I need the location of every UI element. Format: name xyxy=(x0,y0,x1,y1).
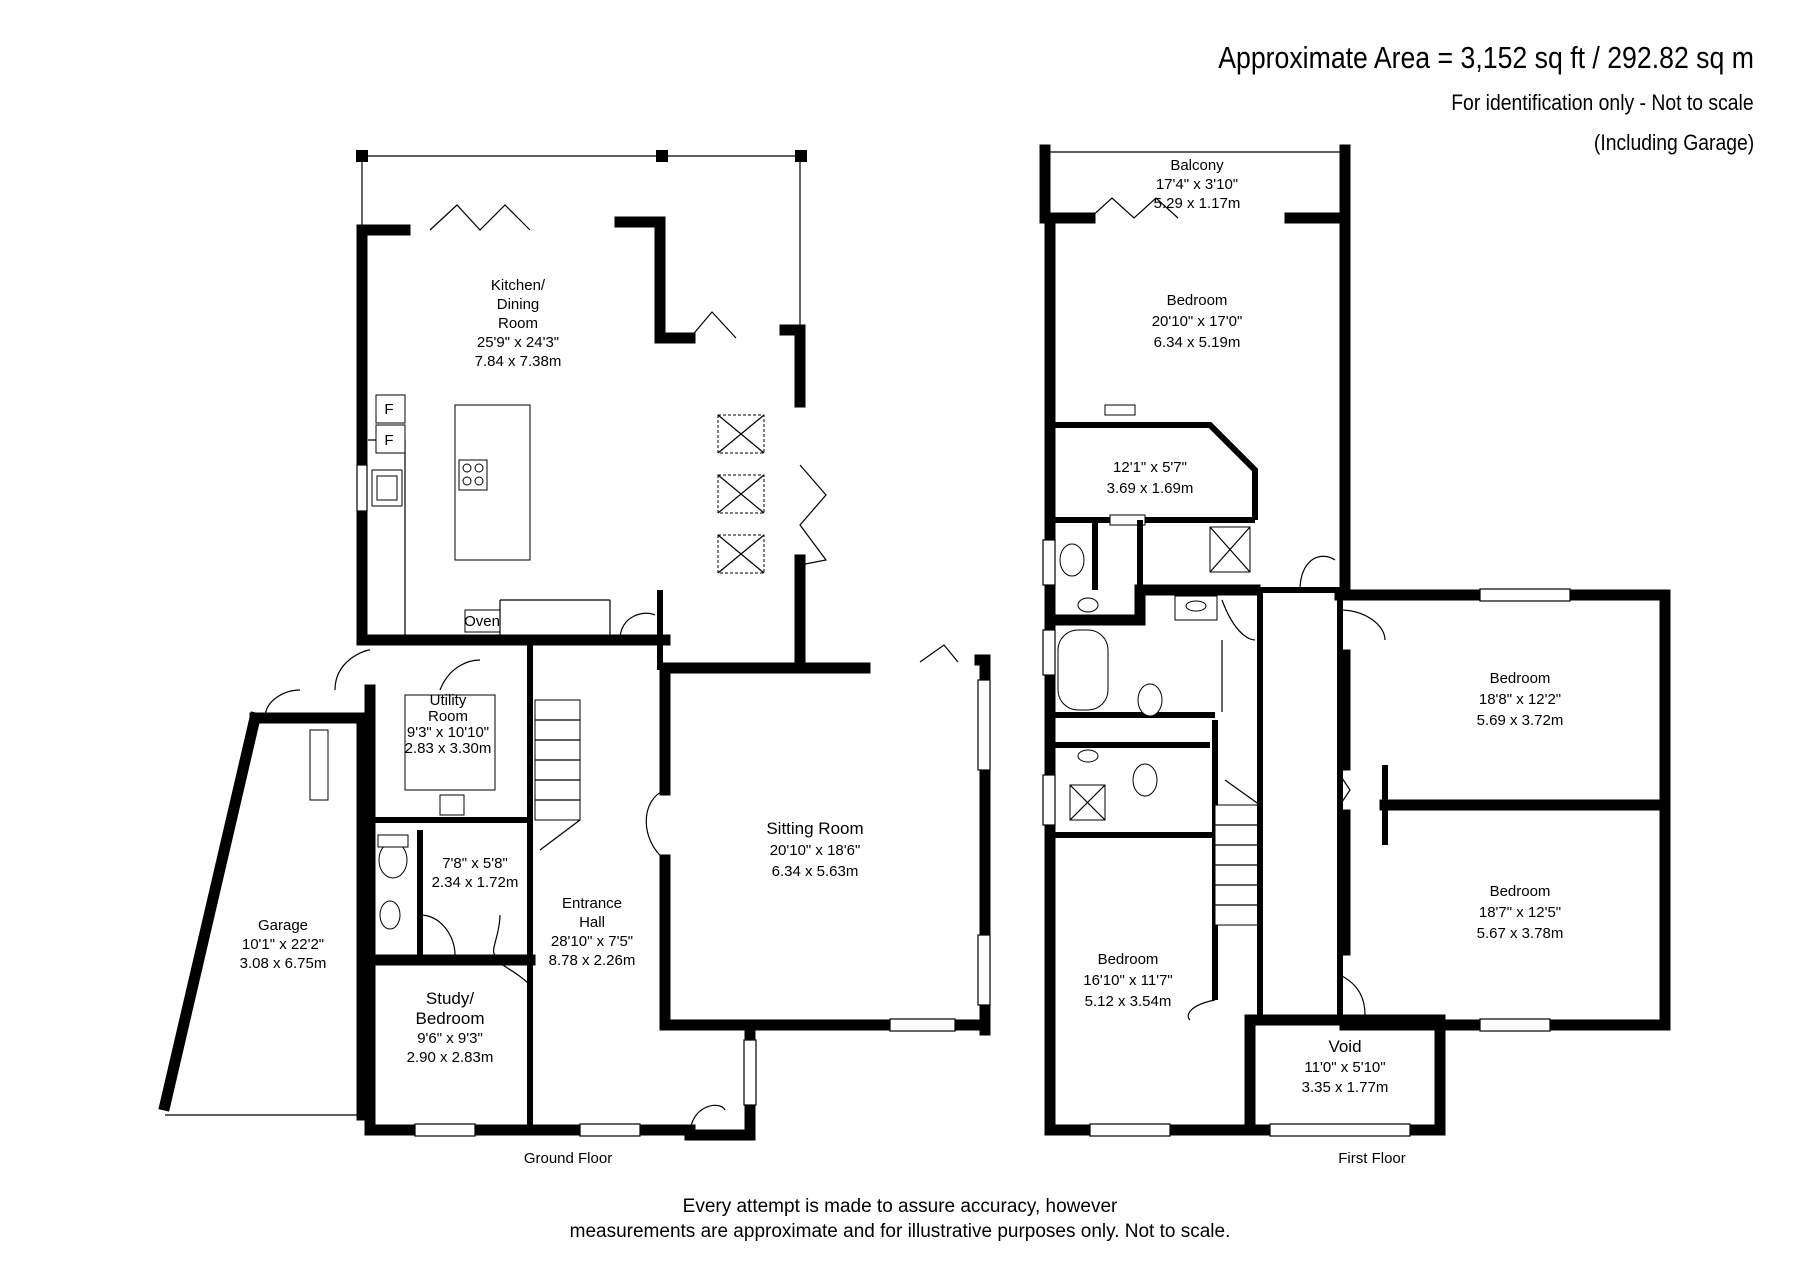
study-metric: 2.90 x 2.83m xyxy=(407,1049,494,1066)
ensuite-south-wall xyxy=(1044,584,1261,626)
ground-floor-labels: Kitchen/ Dining Room 25'9" x 24'3" 7.84 … xyxy=(240,277,864,1167)
study-name-1: Study/ xyxy=(426,989,474,1008)
garage-door-symbol xyxy=(309,729,329,801)
sitting-room-metric: 6.34 x 5.63m xyxy=(772,863,859,880)
dressing-imperial: 12'1" x 5'7" xyxy=(1113,459,1187,476)
first-floor-plan xyxy=(1039,144,1671,1137)
garage-name: Garage xyxy=(258,917,308,934)
fridge-label: F xyxy=(384,432,393,449)
window xyxy=(1479,1018,1551,1032)
garage-west-wall xyxy=(158,711,262,1112)
first-floor-labels: Balcony 17'4" x 3'10" 5.29 x 1.17m Bedro… xyxy=(1083,157,1563,1167)
toilet-icon xyxy=(1059,543,1085,577)
balcony-metric: 5.29 x 1.17m xyxy=(1154,195,1241,212)
hall-name-1: Entrance xyxy=(562,895,622,912)
ground-floor-label: Ground Floor xyxy=(524,1150,612,1167)
bed1-metric: 6.34 x 5.19m xyxy=(1154,334,1241,351)
hall-name-2: Hall xyxy=(579,914,605,931)
kitchen-east-wall-upper xyxy=(779,324,806,408)
utility-imperial: 9'3" x 10'10" xyxy=(407,724,489,741)
hob-icon xyxy=(458,459,488,491)
dressing-north-wall xyxy=(1050,422,1258,520)
garage-imperial: 10'1" x 22'2" xyxy=(242,936,324,953)
oven-label: Oven xyxy=(464,613,500,630)
bath-icon xyxy=(1057,629,1109,711)
porch-east-wall xyxy=(684,1024,756,1141)
utility-metric: 2.83 x 3.30m xyxy=(405,740,492,757)
utility-counter xyxy=(404,694,496,791)
hall-imperial: 28'10" x 7'5" xyxy=(551,933,633,950)
fridge-label: F xyxy=(384,401,393,418)
sitting-room-name: Sitting Room xyxy=(766,819,863,838)
bed1-name: Bedroom xyxy=(1167,292,1228,309)
kitchen-inner-wall xyxy=(614,216,696,344)
dressing-metric: 3.69 x 1.69m xyxy=(1107,480,1194,497)
study-name-2: Bedroom xyxy=(416,1009,485,1028)
window xyxy=(977,934,991,1006)
pillar xyxy=(795,150,807,162)
disclaimer-line-2: measurements are approximate and for ill… xyxy=(569,1221,1231,1242)
wc-metric: 2.34 x 1.72m xyxy=(432,874,519,891)
window xyxy=(977,679,991,771)
identification-note: For identification only - Not to scale xyxy=(1451,90,1754,115)
window xyxy=(889,1018,956,1032)
bed4-metric: 5.12 x 3.54m xyxy=(1085,993,1172,1010)
disclaimer-line-1: Every attempt is made to assure accuracy… xyxy=(682,1196,1118,1217)
approximate-area: Approximate Area = 3,152 sq ft / 292.82 … xyxy=(1218,40,1754,75)
wc-imperial: 7'8" x 5'8" xyxy=(442,855,508,872)
bed4-name: Bedroom xyxy=(1098,951,1159,968)
basin-icon xyxy=(1077,597,1099,613)
sitting-east-wall xyxy=(974,654,991,1036)
bed2-name: Bedroom xyxy=(1490,670,1551,687)
kitchen-imperial: 25'9" x 24'3" xyxy=(477,334,559,351)
bed3-imperial: 18'7" x 12'5" xyxy=(1479,904,1561,921)
bed2-metric: 5.69 x 3.72m xyxy=(1477,712,1564,729)
bed3-name: Bedroom xyxy=(1490,883,1551,900)
first-floor-label: First Floor xyxy=(1338,1150,1406,1167)
bed2-imperial: 18'8" x 12'2" xyxy=(1479,691,1561,708)
kitchen-metric: 7.84 x 7.38m xyxy=(475,353,562,370)
fridge-icon xyxy=(375,424,406,454)
kitchen-name-3: Room xyxy=(498,315,538,332)
bed1-imperial: 20'10" x 17'0" xyxy=(1152,313,1243,330)
kitchen-name-1: Kitchen/ xyxy=(491,277,546,294)
bed3-metric: 5.67 x 3.78m xyxy=(1477,925,1564,942)
void-imperial: 11'0" x 5'10" xyxy=(1304,1059,1385,1076)
hall-metric: 8.78 x 2.26m xyxy=(549,952,636,969)
balcony-name: Balcony xyxy=(1170,157,1224,174)
balcony-imperial: 17'4" x 3'10" xyxy=(1156,176,1238,193)
basin-icon xyxy=(1077,749,1099,763)
window xyxy=(1089,1123,1171,1137)
utility-name-2: Room xyxy=(428,708,468,725)
window xyxy=(1479,588,1571,602)
utility-name-1: Utility xyxy=(430,692,467,709)
void-metric: 3.35 x 1.77m xyxy=(1302,1079,1389,1096)
sitting-room-imperial: 20'10" x 18'6" xyxy=(770,842,861,859)
study-walls xyxy=(364,954,536,1136)
basin-icon xyxy=(379,900,401,930)
window xyxy=(1269,1123,1411,1137)
kitchen-name-2: Dining xyxy=(497,296,540,313)
including-garage-note: (Including Garage) xyxy=(1593,130,1754,155)
void-name: Void xyxy=(1328,1037,1361,1056)
ground-floor-plan: F F Oven xyxy=(158,150,991,1141)
toilet-icon xyxy=(1132,763,1158,797)
bed4-imperial: 16'10" x 11'7" xyxy=(1083,972,1173,989)
study-imperial: 9'6" x 9'3" xyxy=(417,1030,483,1047)
toilet-icon xyxy=(1137,683,1163,717)
sink-icon xyxy=(439,794,465,816)
garage-metric: 3.08 x 6.75m xyxy=(240,955,327,972)
fridge-icon xyxy=(375,394,406,424)
